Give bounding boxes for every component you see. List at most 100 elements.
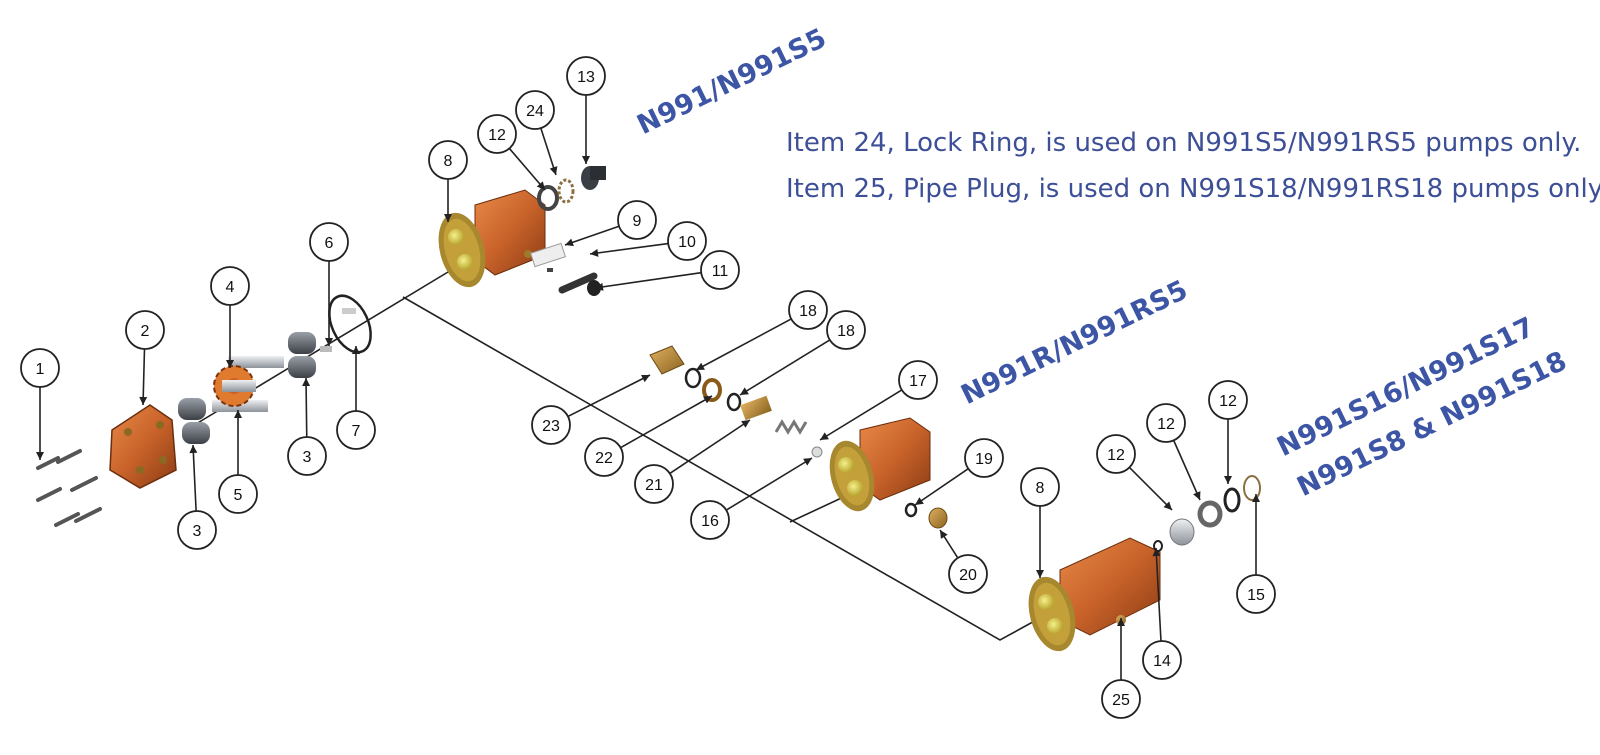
leader-line [305,377,308,438]
callout-circle [1208,380,1248,420]
callout-circle [20,348,60,388]
callout-circle [584,437,624,477]
lock-ring [557,178,575,204]
callout-circle [667,221,707,261]
leader-line [192,444,197,512]
callout-number: 20 [959,567,977,584]
callout-number: 12 [1219,393,1237,410]
callout-number: 22 [595,450,613,467]
callout-number: 1 [36,361,45,378]
callout-circle [309,222,349,262]
callout-number: 25 [1112,692,1130,709]
leader-arrowhead [1224,476,1232,484]
leader-line [1155,547,1162,642]
leader-arrowhead [1036,570,1044,578]
leader-arrowhead [1193,491,1201,500]
leader-line [739,339,831,396]
callout-number: 15 [1247,587,1265,604]
leader-arrowhead [536,181,545,190]
callout-circle [1101,679,1141,719]
callout-circle [566,56,606,96]
callout-number: 3 [193,523,202,540]
callout-number: 2 [141,323,150,340]
callout-number: 12 [1107,447,1125,464]
leader-line [142,348,146,406]
bushings-front [178,398,210,444]
leader-arrowhead [641,375,650,383]
leader-arrowhead [1163,501,1172,510]
o-ring [328,294,372,354]
note-lock-ring: Item 24, Lock Ring, is used on N991S5/N9… [786,128,1582,158]
note-pipe-plug: Item 25, Pipe Plug, is used on N991S18/N… [786,174,1600,204]
leader-arrowhead [595,282,604,291]
shaft-seal [581,166,606,190]
leader-arrowhead [549,166,558,175]
callout-number: 14 [1153,653,1171,670]
leader-arrowhead [1252,494,1260,502]
callout-number: 4 [226,279,235,296]
leader-arrowhead [1152,548,1161,557]
leader-line [594,271,702,289]
leader-arrowhead [139,396,148,405]
callout-circle [336,410,376,450]
callout-number: 18 [799,303,817,320]
callout-number: 17 [909,373,927,390]
callout-number: 24 [526,103,544,120]
screw-small [547,268,553,272]
callout-circle [1142,640,1182,680]
callout-circle [617,200,657,240]
callout-circle [1020,467,1060,507]
leader-arrowhead [590,248,599,257]
callout-number: 8 [444,153,453,170]
callout-circle [700,250,740,290]
leader-arrowhead [582,156,590,164]
callout-circle [1236,574,1276,614]
leader-arrowhead [803,458,812,466]
pin-small [342,308,356,314]
callout-number: 12 [488,127,506,144]
leader-arrowhead [226,360,234,368]
leader-lines [36,95,1260,680]
leader-arrowhead [189,445,198,454]
leader-arrowhead [915,497,924,505]
callout-circle [531,405,571,445]
callout-number: 19 [975,451,993,468]
callout-circle [177,510,217,550]
bushing-top [537,185,559,211]
leader-arrowhead [820,432,829,440]
leader-arrowhead [1117,618,1125,626]
callout-number: 10 [678,234,696,251]
callout-circle [515,90,555,130]
callout-circle [1096,434,1136,474]
callout-number: 21 [645,477,663,494]
leader-line [914,468,969,506]
callout-number: 9 [633,213,642,230]
leader-arrowhead [741,420,750,428]
leader-arrowhead [696,362,705,370]
callout-number: 6 [325,235,334,252]
leader-arrowhead [36,452,44,460]
callout-number: 23 [542,418,560,435]
callout-circle [210,266,250,306]
callout-circle [788,290,828,330]
relief-valve-parts [649,345,823,458]
callout-number: 12 [1157,416,1175,433]
leader-arrowhead [302,378,311,387]
leader-line [725,457,813,511]
pump-cover [109,404,177,489]
leader-arrowhead [444,214,452,222]
leader-line [540,127,557,176]
callout-circle [477,114,517,154]
callout-circle [964,438,1004,478]
callout-number: 13 [577,69,595,86]
leader-line [1128,466,1173,511]
leader-arrowhead [352,346,360,354]
leader-arrowhead [940,530,948,539]
leader-line [1172,440,1201,501]
leader-line [508,147,546,191]
leader-line [564,225,620,246]
callout-number: 16 [701,513,719,530]
screws [36,449,102,527]
leader-line [567,374,651,418]
